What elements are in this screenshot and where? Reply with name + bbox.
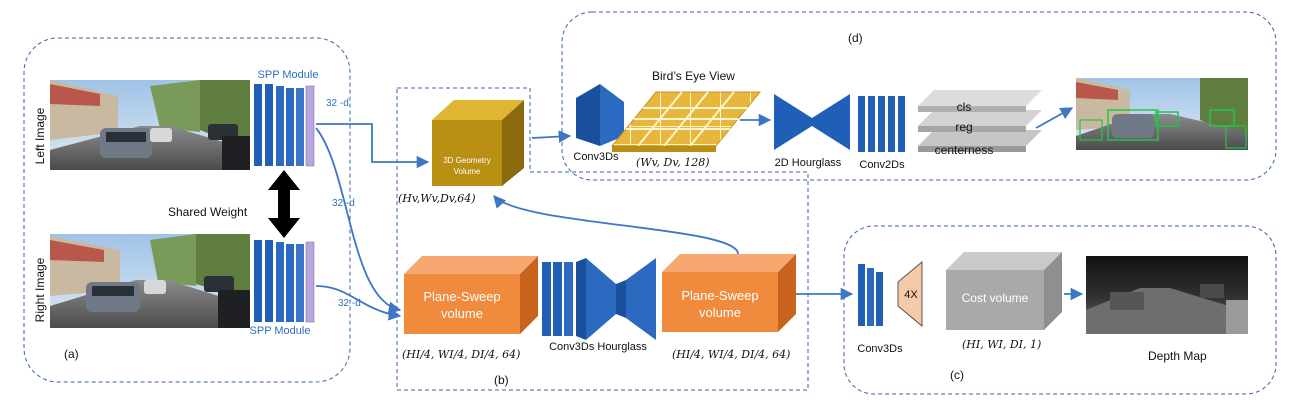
feat-dim-label-2: 32 -d [332, 198, 355, 209]
hourglass-3d-label: Conv3Ds Hourglass [549, 341, 647, 353]
shared-weight-arrow [268, 170, 300, 238]
shared-weight-label: Shared Weight [168, 205, 248, 219]
cost-volume-cube [946, 252, 1062, 330]
head-reg-label: reg [955, 120, 972, 134]
arrow-spp-bottom-to-psv [315, 285, 402, 321]
panel-b-frame [396, 87, 809, 391]
depth-map-label: Depth Map [1148, 349, 1207, 363]
panel-c-label: (c) [950, 368, 964, 382]
psv1-shape: (HI/4, WI/4, DI/4, 64) [402, 348, 520, 361]
svg-text:Left Image: Left Image [33, 107, 47, 164]
bev-shape: (Wv, Dv, 128) [636, 156, 710, 169]
psv2-shape: (HI/4, WI/4, DI/4, 64) [672, 348, 790, 361]
arrow-geometry-to-bev [531, 130, 572, 143]
panel-a-frame [23, 37, 351, 383]
cost-volume-label: Cost volume [962, 291, 1029, 305]
panel-d-frame [561, 11, 1277, 181]
left-image [50, 80, 250, 170]
conv3ds-d-label: Conv3Ds [573, 151, 619, 163]
depth-map-image [1086, 256, 1248, 334]
spp-module-top-label: SPP Module [258, 69, 319, 81]
plane-sweep-volume-2 [662, 254, 796, 332]
hourglass-2d [774, 94, 850, 150]
spp-module-top [254, 84, 315, 167]
spp-module-bottom [254, 240, 315, 323]
head-centerness-label: centerness [935, 143, 994, 157]
conv2ds-label: Conv2Ds [859, 159, 905, 171]
head-cls-plane [918, 90, 1042, 112]
psv1-label-2: volume [441, 306, 483, 321]
bev-grid [610, 91, 762, 152]
panel-c-frame [843, 225, 1277, 395]
conv3ds-c [858, 264, 883, 326]
conv3ds-d [576, 84, 624, 146]
psv2-label-1: Plane-Sweep [681, 288, 758, 303]
svg-text:Right Image: Right Image [33, 257, 47, 322]
left-image-label: Left Image [33, 107, 47, 164]
right-image-label: Right Image [33, 257, 47, 322]
conv3ds-c-label: Conv3Ds [857, 343, 903, 355]
detection-output-image [1076, 78, 1248, 150]
head-cls-label: cls [957, 100, 972, 114]
panel-b-label: (b) [494, 373, 509, 387]
upsample-label: 4X [904, 289, 918, 301]
feat-dim-label-1: 32 -d [326, 98, 349, 109]
plane-sweep-volume-1 [404, 256, 538, 334]
psv2-label-2: volume [699, 305, 741, 320]
geometry-volume-label-2: Volume [454, 167, 481, 176]
hourglass-2d-label: 2D Hourglass [775, 157, 842, 169]
conv2ds [858, 96, 905, 152]
right-image [50, 234, 250, 328]
geometry-volume-cube [432, 100, 524, 186]
panel-d-label: (d) [848, 31, 863, 45]
bev-title: Bird’s Eye View [652, 69, 735, 83]
head-reg-plane [918, 110, 1042, 132]
spp-module-bottom-label: SPP Module [250, 325, 311, 337]
upsample-4x [897, 260, 923, 328]
panel-a-label: (a) [64, 347, 79, 361]
psv1-label-1: Plane-Sweep [423, 289, 500, 304]
feat-dim-label-3: 32 -d [338, 298, 361, 309]
arrow-psv-to-geometry [493, 195, 739, 255]
arrow-heads-to-detection [1035, 107, 1074, 129]
arrow-spp-top-to-psv [315, 127, 402, 314]
arrow-spp-to-geometry [316, 123, 430, 169]
geometry-volume-shape: (Hv,Wv,Dv,64) [398, 192, 476, 205]
cost-volume-shape: (HI, WI, DI, 1) [962, 338, 1041, 351]
head-centerness-plane [918, 130, 1042, 152]
conv3d-hourglass [542, 258, 656, 340]
geometry-volume-label-1: 3D Geometry [443, 156, 491, 165]
